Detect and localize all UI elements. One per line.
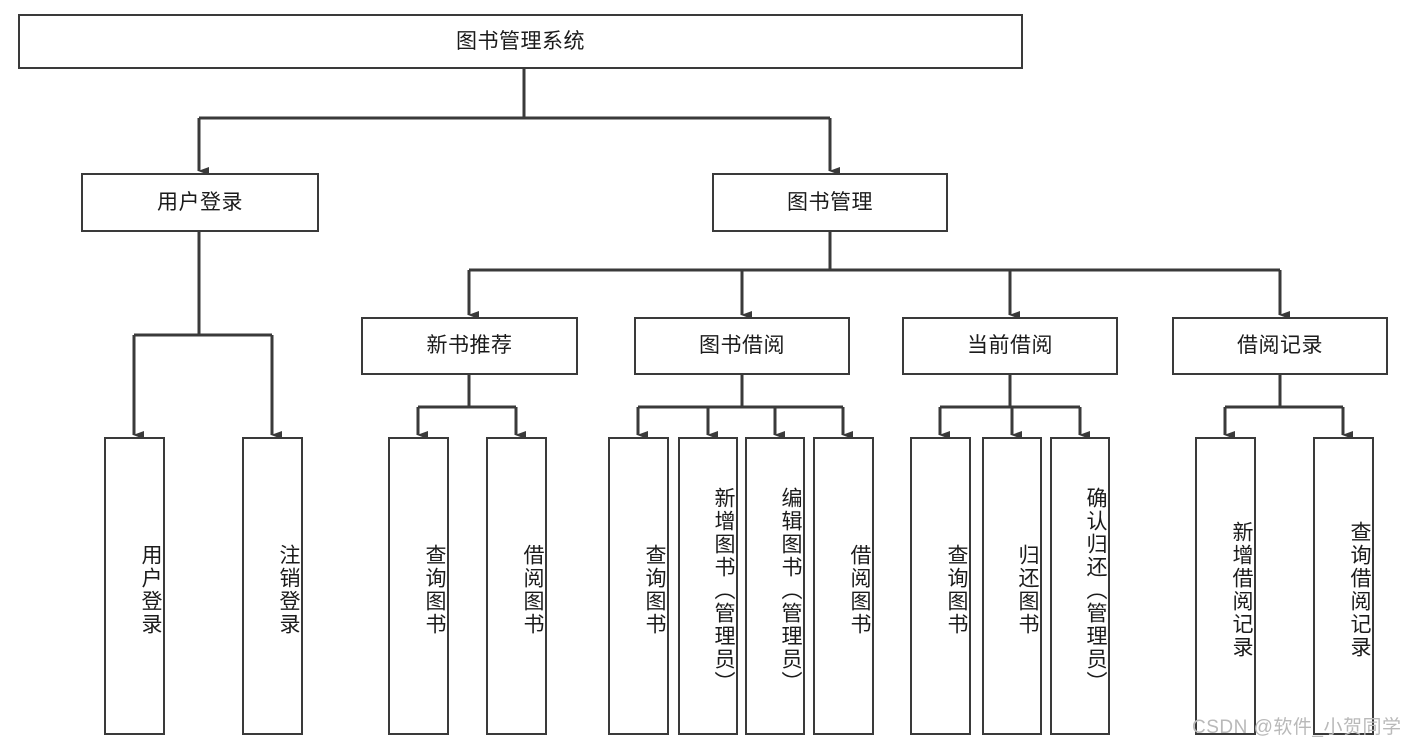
node-l3_12[interactable]: 查询借阅记录 (1313, 437, 1374, 735)
node-l3_10[interactable]: 确认归还（管理员） (1050, 437, 1110, 735)
node-label: 查询借阅记录 (1348, 521, 1371, 659)
node-l2_1[interactable]: 图书借阅 (634, 317, 850, 375)
node-label: 查询图书 (423, 544, 446, 636)
node-l3_7[interactable]: 借阅图书 (813, 437, 874, 735)
node-l3_6[interactable]: 编辑图书（管理员） (745, 437, 805, 735)
node-l3_5[interactable]: 新增图书（管理员） (678, 437, 738, 735)
node-label: 图书管理 (787, 190, 873, 214)
node-l3_8[interactable]: 查询图书 (910, 437, 971, 735)
node-l2_2[interactable]: 当前借阅 (902, 317, 1118, 375)
node-label: 注销登录 (277, 544, 300, 636)
node-label: 新增图书（管理员） (712, 486, 735, 694)
node-l3_1[interactable]: 注销登录 (242, 437, 303, 735)
node-l1_0[interactable]: 用户登录 (81, 173, 319, 232)
node-label: 新书推荐 (426, 334, 513, 358)
csdn-watermark: CSDN @软件_小贺同学 (1192, 717, 1402, 738)
node-label: 借阅图书 (848, 544, 871, 636)
node-label: 查询图书 (945, 544, 968, 636)
node-label: 用户登录 (157, 190, 243, 214)
node-label: 查询图书 (643, 544, 666, 636)
node-l3_2[interactable]: 查询图书 (388, 437, 449, 735)
node-label: 图书借阅 (699, 334, 785, 358)
node-l3_3[interactable]: 借阅图书 (486, 437, 547, 735)
node-label: 借阅记录 (1237, 334, 1323, 358)
node-l3_9[interactable]: 归还图书 (982, 437, 1042, 735)
node-label: 图书管理系统 (456, 29, 585, 53)
node-label: 借阅图书 (521, 544, 544, 636)
node-label: 确认归还（管理员） (1084, 486, 1107, 694)
node-label: 用户登录 (139, 544, 162, 636)
node-l2_3[interactable]: 借阅记录 (1172, 317, 1388, 375)
node-l3_11[interactable]: 新增借阅记录 (1195, 437, 1256, 735)
node-l1_1[interactable]: 图书管理 (712, 173, 948, 232)
node-label: 编辑图书（管理员） (779, 486, 802, 694)
node-l3_0[interactable]: 用户登录 (104, 437, 165, 735)
node-l2_0[interactable]: 新书推荐 (361, 317, 578, 375)
node-label: 新增借阅记录 (1230, 521, 1253, 659)
node-root[interactable]: 图书管理系统 (18, 14, 1023, 69)
node-label: 归还图书 (1016, 544, 1039, 636)
node-l3_4[interactable]: 查询图书 (608, 437, 669, 735)
node-label: 当前借阅 (967, 334, 1053, 358)
